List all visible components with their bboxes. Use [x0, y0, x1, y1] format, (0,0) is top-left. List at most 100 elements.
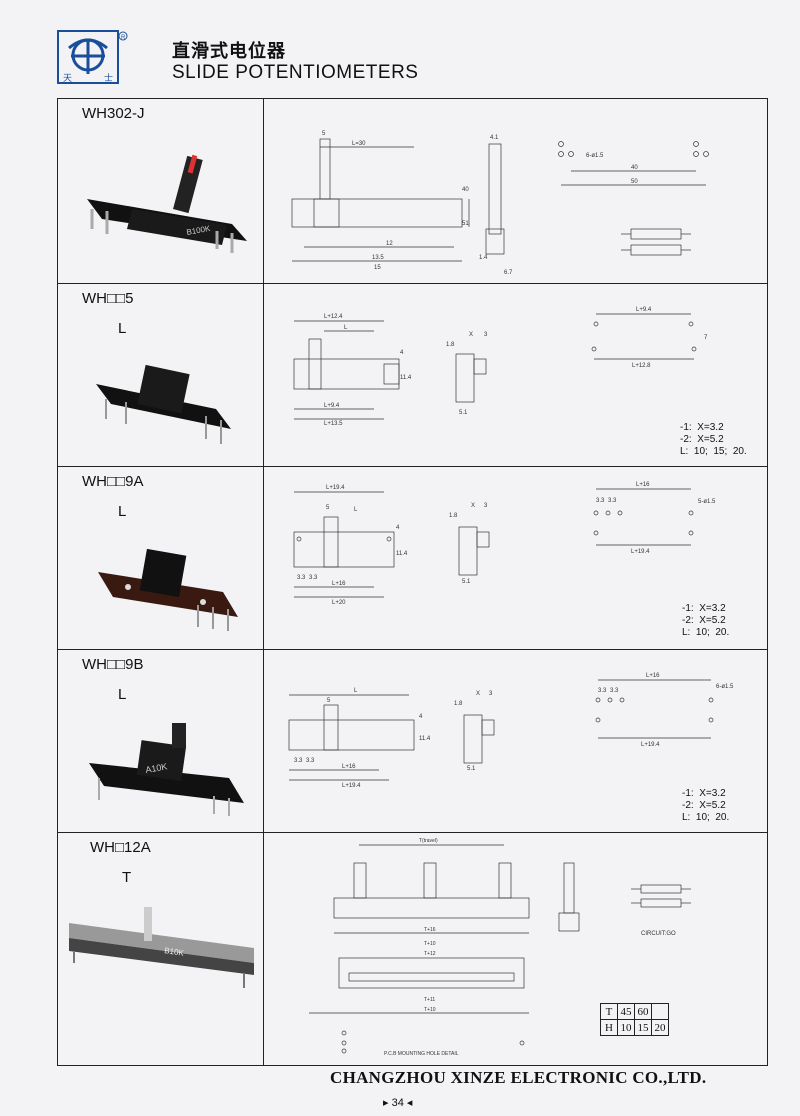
svg-text:L+19.4: L+19.4 — [631, 549, 650, 555]
product-row-wh302j: WH302-J B100K 12 13.5 15 5 — [58, 99, 767, 284]
svg-text:7: 7 — [704, 335, 708, 341]
svg-text:L+16: L+16 — [636, 482, 650, 488]
svg-text:4: 4 — [396, 525, 400, 531]
model-name: WH□□5 — [82, 290, 134, 307]
svg-text:T(travel): T(travel) — [419, 838, 438, 844]
svg-text:CIRCUIT:GO: CIRCUIT:GO — [641, 931, 676, 937]
svg-text:T+12: T+12 — [424, 951, 436, 957]
svg-text:1.4: 1.4 — [479, 255, 488, 261]
front-view-drawing: T(travel) T+16 T+10 T+12 T+11 T+10 P.C.B… — [264, 833, 580, 1065]
svg-text:士: 士 — [104, 72, 113, 84]
svg-text:3.3: 3.3 — [309, 575, 318, 581]
variant-notes: -1: X=3.2 -2: X=5.2 L: 10; 20. — [682, 788, 730, 823]
svg-text:L: L — [344, 325, 348, 331]
front-view-drawing: L 5 3.3 3.3 L+16 L+19.4 4 11.4 1.8 X 3 5… — [264, 650, 536, 832]
svg-text:3: 3 — [484, 503, 488, 509]
model-sub: L — [118, 686, 127, 703]
svg-text:5: 5 — [326, 505, 330, 511]
product-table: WH302-J B100K 12 13.5 15 5 — [57, 98, 768, 1066]
svg-text:3.3: 3.3 — [608, 498, 617, 504]
svg-text:5.1: 5.1 — [462, 579, 471, 585]
potentiometer-photo — [98, 548, 238, 631]
front-view-drawing: L+19.4 5 L 3.3 3.3 L+16 L+20 4 11.4 1.8 … — [264, 467, 536, 649]
svg-text:L+19.4: L+19.4 — [342, 783, 361, 789]
model-name: WH□□9A — [82, 473, 144, 490]
svg-text:1.8: 1.8 — [449, 513, 458, 519]
product-photo-cell: WH□□9A L — [58, 467, 264, 649]
svg-text:6-ø1.5: 6-ø1.5 — [586, 153, 604, 159]
svg-text:T+10: T+10 — [424, 941, 436, 947]
pcb-layout-drawing: L+16 3.3 3.3 6-ø1.5 L+19.4 -1: X=3.2 -2:… — [536, 650, 767, 832]
page-number: ▸ 34 ◂ — [383, 1097, 413, 1109]
svg-text:11.4: 11.4 — [400, 375, 412, 381]
travel-row: T 45 60 — [600, 1003, 669, 1020]
pcb-layout-drawing: L+16 3.3 3.3 5-ø1.5 L+19.4 -1: X=3.2 -2:… — [536, 467, 767, 649]
svg-text:1.8: 1.8 — [446, 342, 455, 348]
front-view-drawing: L+12.4 L L+9.4 L+13.5 4 11.4 1.8 X 3 5.1 — [264, 284, 536, 466]
company-logo: R 天 士 — [57, 30, 128, 84]
svg-text:X: X — [476, 691, 480, 697]
svg-text:3.3: 3.3 — [297, 575, 306, 581]
svg-text:T+10: T+10 — [424, 1007, 436, 1013]
svg-text:1.8: 1.8 — [454, 701, 463, 707]
svg-text:L: L — [354, 688, 358, 694]
svg-text:L+19.4: L+19.4 — [326, 485, 345, 491]
svg-text:L+16: L+16 — [332, 581, 346, 587]
svg-text:40: 40 — [462, 187, 469, 193]
table-cell: T — [600, 1003, 618, 1020]
travel-height-table: T 45 60 H 10 15 20 — [600, 1003, 669, 1036]
svg-text:L+16: L+16 — [342, 764, 356, 770]
svg-text:L+9.4: L+9.4 — [636, 307, 652, 313]
svg-text:11.4: 11.4 — [396, 551, 408, 557]
page-title-cn: 直滑式电位器 — [172, 41, 286, 62]
svg-text:4: 4 — [400, 350, 404, 356]
svg-text:P.C.B MOUNTING HOLE DETAIL: P.C.B MOUNTING HOLE DETAIL — [384, 1051, 459, 1057]
svg-text:L+12.4: L+12.4 — [324, 314, 343, 320]
product-photo-cell: WH□12A T B10K — [58, 833, 264, 1065]
model-name: WH□□9B — [82, 656, 144, 673]
model-name: WH□12A — [90, 839, 151, 856]
svg-text:天: 天 — [63, 74, 72, 84]
table-cell: 20 — [651, 1019, 669, 1036]
svg-text:L+12.8: L+12.8 — [632, 363, 651, 369]
svg-text:T+11: T+11 — [424, 997, 435, 1003]
model-name: WH302-J — [82, 105, 145, 122]
svg-text:L+9.4: L+9.4 — [324, 403, 340, 409]
svg-text:3.3: 3.3 — [610, 688, 619, 694]
product-photo-cell: WH□□9B L A10K — [58, 650, 264, 832]
model-sub: L — [118, 320, 127, 337]
svg-text:B100K: B100K — [186, 224, 212, 237]
svg-text:L+19.4: L+19.4 — [641, 742, 660, 748]
svg-text:4.1: 4.1 — [490, 135, 499, 141]
potentiometer-photo: A10K — [89, 723, 244, 816]
svg-text:50: 50 — [631, 179, 638, 185]
model-sub: T — [122, 869, 132, 886]
model-sub: L — [118, 503, 127, 520]
pcb-layout-drawing: 40 50 6-ø1.5 — [536, 99, 767, 283]
product-row-wh9b: WH□□9B L A10K L 5 3.3 3.3 L+16 L+19.4 4 — [58, 650, 767, 833]
svg-text:3.3: 3.3 — [596, 498, 605, 504]
product-row-wh12a: WH□12A T B10K T(travel) T+16 T+10 T+12 — [58, 833, 767, 1065]
svg-text:L+13.5: L+13.5 — [324, 421, 343, 427]
svg-text:3.3: 3.3 — [598, 688, 607, 694]
product-row-wh5: WH□□5 L L+12.4 L L+9.4 L+13.5 4 11.4 — [58, 284, 767, 467]
table-cell: 45 — [617, 1003, 635, 1020]
svg-text:12: 12 — [386, 241, 393, 247]
svg-text:15: 15 — [374, 265, 381, 271]
svg-text:X: X — [471, 503, 475, 509]
variant-notes: -1: X=3.2 -2: X=5.2 L: 10; 15; 20. — [680, 422, 747, 457]
svg-text:6-ø1.5: 6-ø1.5 — [716, 684, 734, 690]
svg-text:L+20: L+20 — [332, 600, 346, 606]
pcb-layout-drawing: L+9.4 L+12.8 7 -1: X=3.2 -2: X=5.2 L: 10… — [536, 284, 767, 466]
svg-text:L+16: L+16 — [646, 673, 660, 679]
svg-text:3: 3 — [489, 691, 493, 697]
table-cell — [651, 1003, 669, 1020]
potentiometer-photo: B10K — [69, 907, 254, 988]
svg-text:13.5: 13.5 — [372, 255, 384, 261]
table-cell: 15 — [634, 1019, 652, 1036]
svg-text:4: 4 — [419, 714, 423, 720]
svg-text:51: 51 — [462, 221, 469, 227]
circuit-drawing: CIRCUIT:GO T 45 60 H 10 15 20 — [536, 833, 767, 1065]
page-title-en: SLIDE POTENTIOMETERS — [172, 62, 419, 83]
svg-text:5.1: 5.1 — [467, 766, 476, 772]
